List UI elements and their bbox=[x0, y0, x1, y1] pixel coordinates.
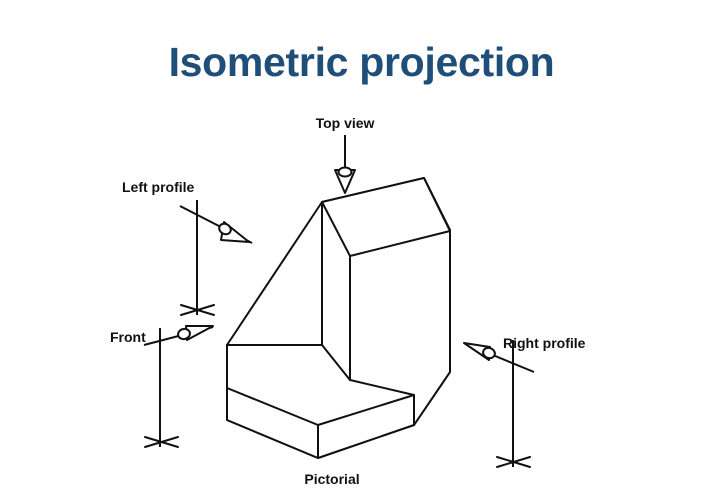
l-block-outline bbox=[226, 177, 451, 459]
page-title: Isometric projection bbox=[168, 39, 555, 85]
eye-arrow-up-left-icon bbox=[463, 342, 496, 361]
top-view-label: Top view bbox=[316, 115, 375, 131]
view-marker-right-profile[interactable]: Right profile bbox=[463, 335, 586, 468]
eye-arrow-right-icon bbox=[177, 325, 214, 341]
front-label: Front bbox=[110, 329, 146, 345]
right-profile-label: Right profile bbox=[503, 335, 586, 351]
front-cross-mark bbox=[144, 436, 179, 448]
edge-base-top bbox=[321, 344, 415, 426]
left-profile-label: Left profile bbox=[122, 179, 195, 195]
view-marker-top-view[interactable]: Top view bbox=[316, 115, 375, 194]
view-marker-front[interactable]: Front bbox=[110, 325, 214, 448]
right-profile-cross-mark bbox=[496, 456, 531, 468]
left-profile-cross-mark bbox=[180, 304, 215, 316]
eye-arrow-down-right-icon bbox=[218, 221, 250, 243]
solid-silhouette bbox=[226, 177, 451, 459]
eye-arrow-down-icon bbox=[334, 166, 356, 194]
view-marker-left-profile[interactable]: Left profile bbox=[122, 179, 253, 316]
pictorial-caption: Pictorial bbox=[304, 471, 359, 487]
